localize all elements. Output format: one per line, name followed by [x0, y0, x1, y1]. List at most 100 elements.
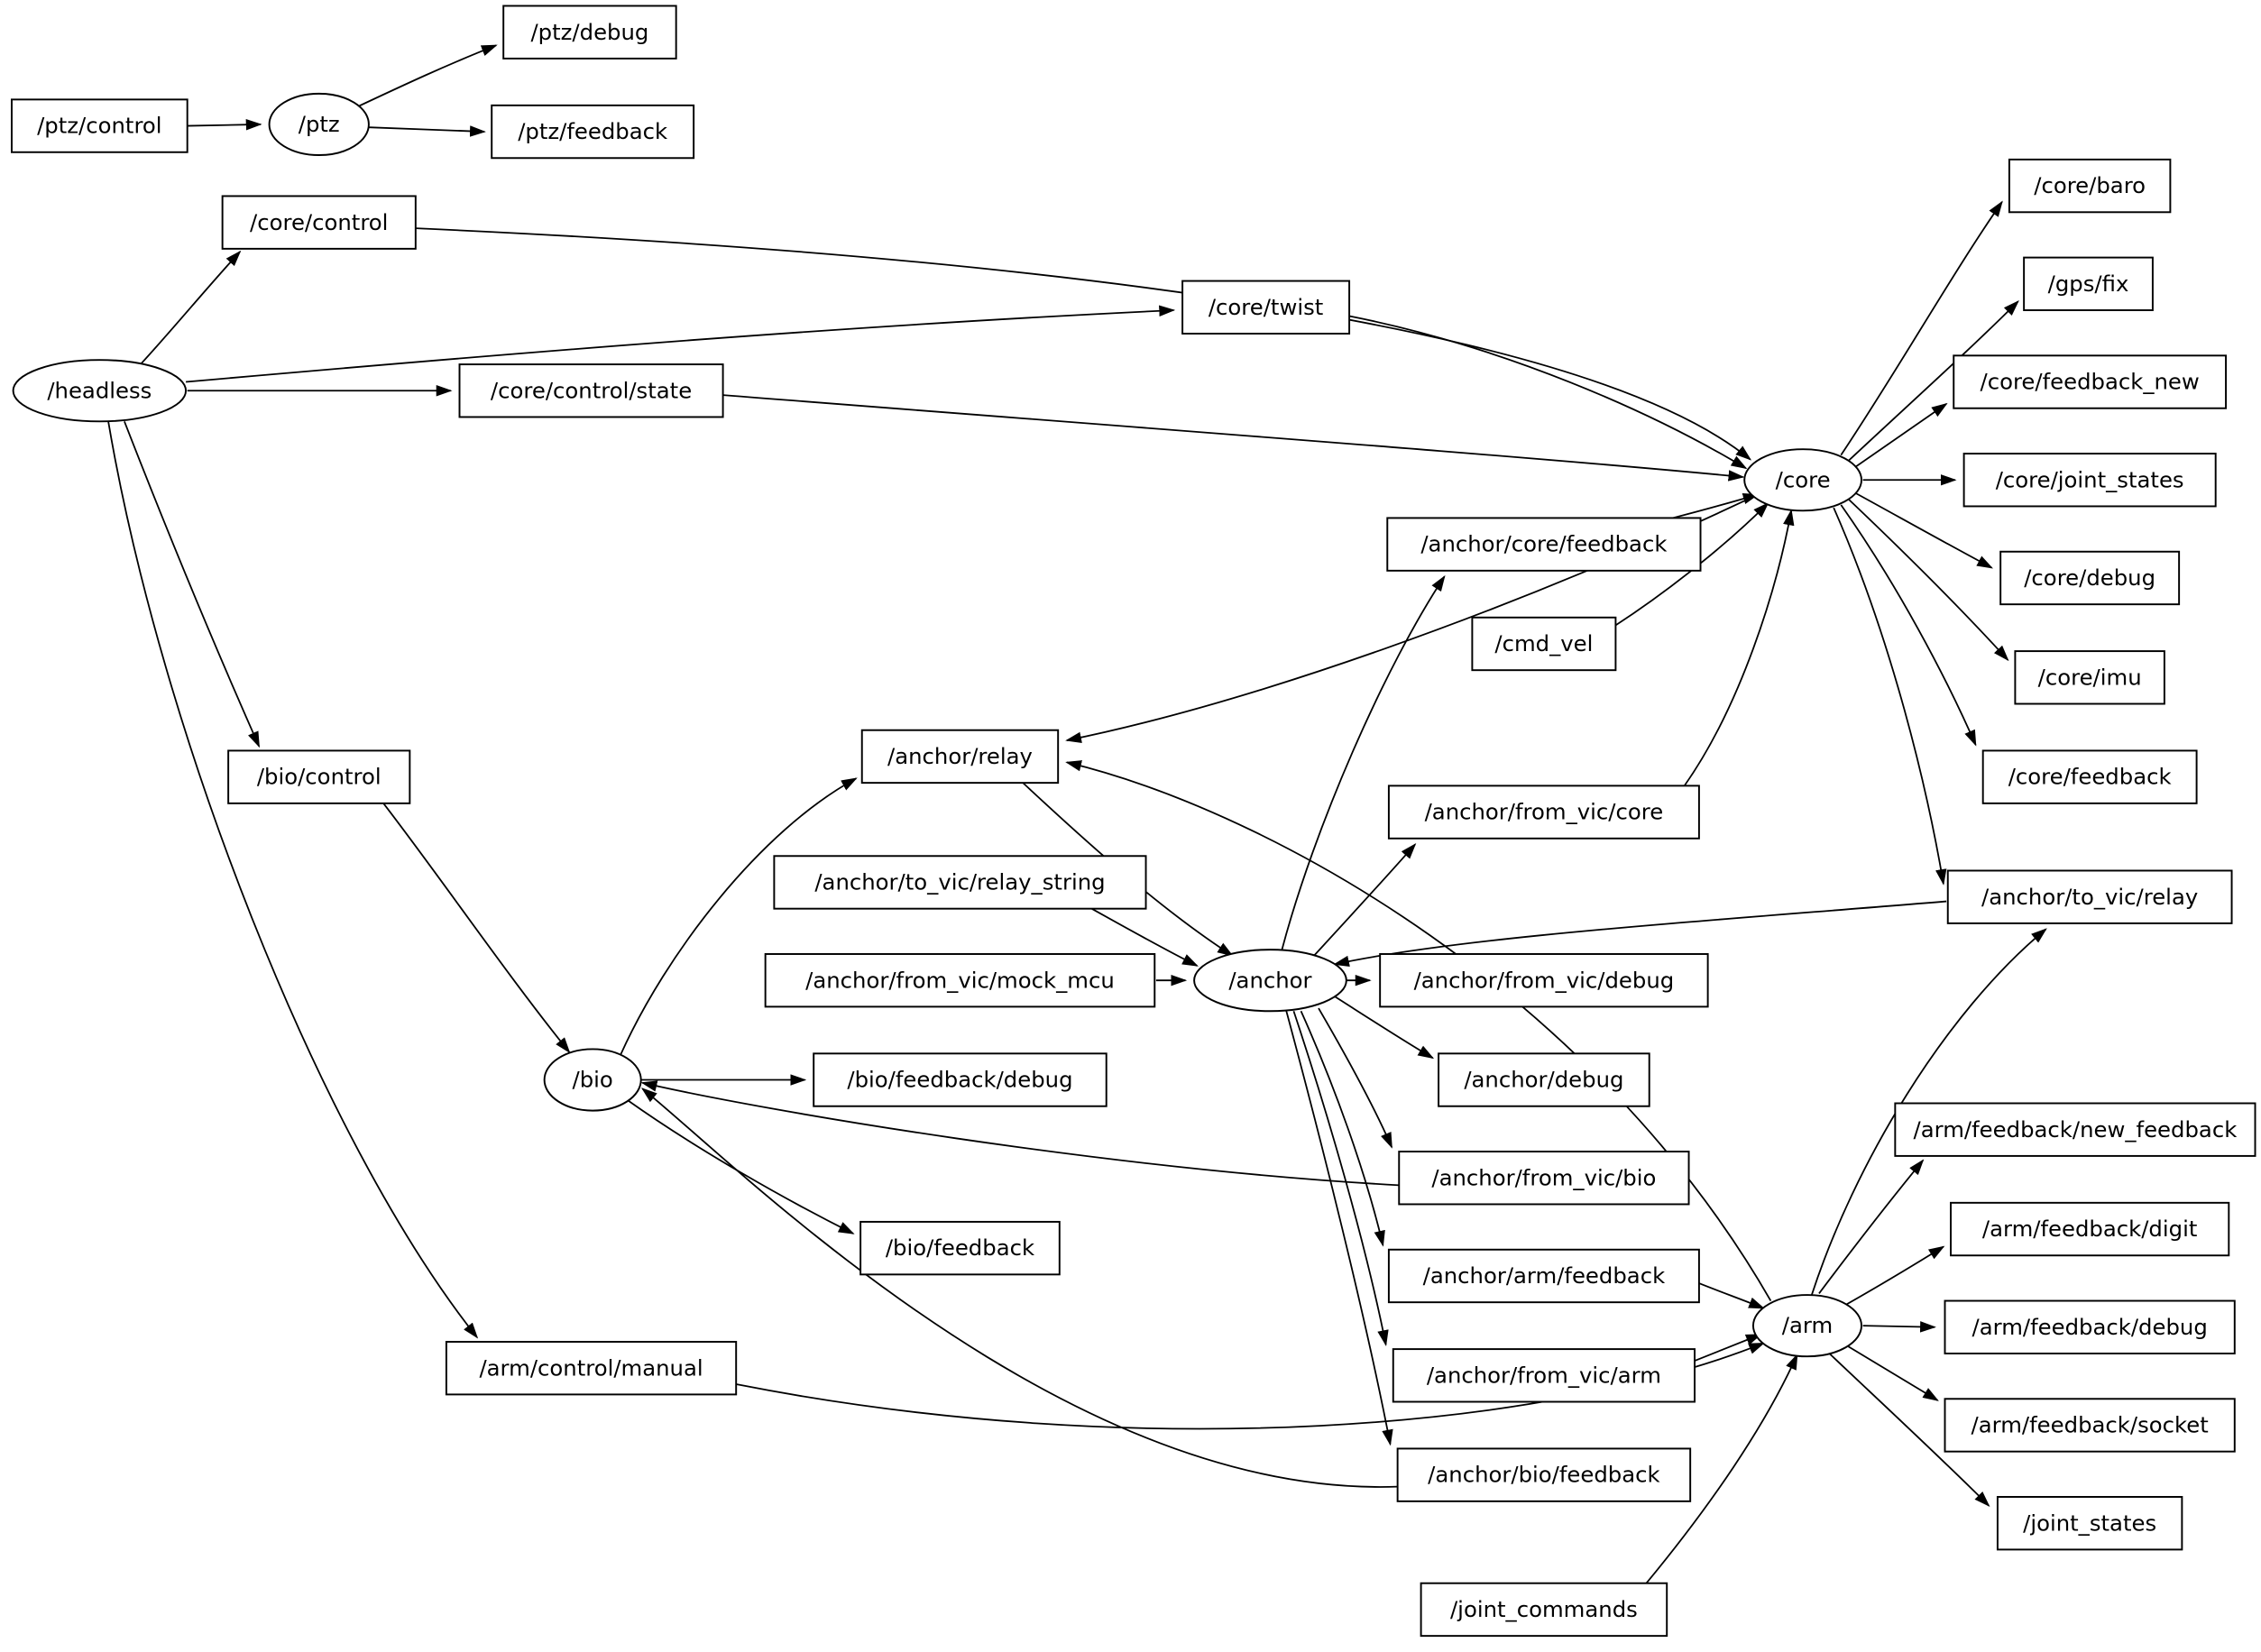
- topic-core-feedback: /core/feedback: [1981, 749, 2198, 804]
- svg-text:/arm/feedback/new_feedback: /arm/feedback/new_feedback: [1914, 1116, 2238, 1143]
- topic-arm-feedback-debug: /arm/feedback/debug: [1944, 1299, 2236, 1354]
- edge-bio-to-bio-feedback: [627, 1099, 855, 1234]
- edge-anchor-to-vic-relay-string-to-anchor: [1091, 907, 1199, 967]
- edge-core-control-state-to-core: [722, 394, 1745, 482]
- edge-core-to-core-feedback: [1840, 504, 1977, 747]
- edge-core-to-core-debug: [1855, 492, 1994, 569]
- node-anchor: /anchor: [1193, 949, 1347, 1013]
- svg-text:/anchor/from_vic/bio: /anchor/from_vic/bio: [1431, 1164, 1656, 1190]
- edge-core-to-anchor-to-vic-relay: [1833, 507, 1947, 886]
- topic-arm-control-manual: /arm/control/manual: [445, 1341, 738, 1396]
- svg-text:/core/control/state: /core/control/state: [491, 377, 692, 403]
- topic-anchor-arm-feedback: /anchor/arm/feedback: [1387, 1248, 1700, 1304]
- edge-anchor-to-anchor-bio-feedback: [1285, 1011, 1393, 1446]
- svg-text:/anchor/bio/feedback: /anchor/bio/feedback: [1428, 1462, 1660, 1488]
- svg-text:/anchor: /anchor: [1228, 967, 1311, 993]
- edge-core-twist-to-core: [1348, 315, 1748, 470]
- edge-arm-to-anchor-relay: [1065, 760, 1772, 1301]
- topic-core-feedback-new: /core/feedback_new: [1953, 354, 2228, 409]
- edge-headless-to-bio-control: [124, 421, 261, 748]
- edge-ptz-to-ptz-feedback: [368, 125, 486, 137]
- svg-text:/joint_commands: /joint_commands: [1450, 1596, 1638, 1622]
- edge-anchor-from-vic-arm-to-arm: [1694, 1334, 1762, 1362]
- topic-core-twist: /core/twist: [1181, 280, 1351, 335]
- node-headless: /headless: [12, 359, 188, 423]
- topic-arm-feedback-digit: /arm/feedback/digit: [1950, 1201, 2230, 1257]
- svg-text:/bio/feedback: /bio/feedback: [886, 1234, 1035, 1261]
- topic-bio-control: /bio/control: [227, 749, 411, 804]
- svg-text:/anchor/arm/feedback: /anchor/arm/feedback: [1423, 1262, 1666, 1289]
- topic-anchor-from-vic-debug: /anchor/from_vic/debug: [1379, 953, 1709, 1008]
- edge-anchor-from-vic-bio-to-bio: [640, 1080, 1400, 1187]
- svg-text:/bio/feedback/debug: /bio/feedback/debug: [847, 1067, 1072, 1093]
- edge-joint-commands-to-arm: [1645, 1353, 1798, 1584]
- svg-text:/gps/fix: /gps/fix: [2048, 271, 2129, 297]
- svg-text:/bio/control: /bio/control: [257, 764, 381, 790]
- edge-arm-to-arm-feedback-socket: [1844, 1344, 1939, 1401]
- topic-core-baro: /core/baro: [2008, 158, 2172, 214]
- svg-text:/anchor/to_vic/relay: /anchor/to_vic/relay: [1981, 884, 2198, 910]
- svg-text:/anchor/from_vic/mock_mcu: /anchor/from_vic/mock_mcu: [805, 967, 1115, 993]
- edge-anchor-to-anchor-debug: [1334, 996, 1435, 1060]
- topic-joint-commands: /joint_commands: [1420, 1582, 1668, 1638]
- edge-anchor-to-anchor-arm-feedback: [1300, 1010, 1385, 1247]
- topic-ptz-feedback: /ptz/feedback: [491, 104, 695, 160]
- edge-headless-to-core-control: [140, 250, 242, 365]
- edge-anchor-bio-feedback-to-bio: [640, 1088, 1398, 1488]
- edge-layer: [107, 44, 2047, 1584]
- edge-ptz-to-ptz-debug: [354, 44, 498, 109]
- svg-text:/ptz/feedback: /ptz/feedback: [518, 118, 668, 144]
- svg-text:/ptz/debug: /ptz/debug: [530, 19, 648, 45]
- edge-arm-to-arm-feedback-digit: [1842, 1245, 1945, 1308]
- svg-text:/core/debug: /core/debug: [2024, 564, 2155, 591]
- topic-core-debug: /core/debug: [1999, 550, 2181, 606]
- topic-anchor-from-vic-core: /anchor/from_vic/core: [1387, 785, 1700, 840]
- svg-text:/arm/feedback/socket: /arm/feedback/socket: [1971, 1412, 2209, 1438]
- svg-text:/core/baro: /core/baro: [2034, 172, 2146, 198]
- svg-text:/ptz: /ptz: [299, 111, 340, 137]
- svg-text:/arm/feedback/digit: /arm/feedback/digit: [1982, 1216, 2197, 1242]
- svg-text:/joint_states: /joint_states: [2023, 1510, 2156, 1536]
- node-bio: /bio: [543, 1048, 642, 1112]
- edge-core-to-core-baro: [1840, 200, 2003, 456]
- topic-anchor-core-feedback: /anchor/core/feedback: [1386, 517, 1702, 572]
- topic-core-imu: /core/imu: [2014, 650, 2165, 705]
- svg-text:/anchor/debug: /anchor/debug: [1464, 1067, 1623, 1093]
- topic-arm-feedback-socket: /arm/feedback/socket: [1944, 1398, 2236, 1453]
- svg-text:/core/feedback_new: /core/feedback_new: [1981, 369, 2200, 395]
- edge-core-to-gps-fix: [1847, 300, 2019, 462]
- svg-text:/arm/feedback/debug: /arm/feedback/debug: [1972, 1314, 2208, 1340]
- topic-core-joint-states: /core/joint_states: [1962, 453, 2217, 508]
- topic-bio-feedback-debug: /bio/feedback/debug: [813, 1052, 1108, 1107]
- edge-bio-to-anchor-relay: [620, 777, 858, 1056]
- edge-anchor-to-anchor-from-vic-core: [1313, 842, 1417, 957]
- topic-core-control-state: /core/control/state: [458, 363, 724, 418]
- topic-joint-states: /joint_states: [1996, 1496, 2183, 1551]
- svg-text:/core: /core: [1776, 466, 1831, 492]
- edge-anchor-to-anchor-core-feedback: [1281, 574, 1446, 950]
- edge-anchor-to-anchor-from-vic-bio: [1318, 1007, 1392, 1149]
- node-core: /core: [1743, 448, 1862, 512]
- node-ptz: /ptz: [268, 92, 370, 156]
- node-arm: /arm: [1751, 1294, 1862, 1358]
- topic-anchor-from-vic-mock-mcu: /anchor/from_vic/mock_mcu: [764, 953, 1156, 1008]
- topic-anchor-bio-feedback: /anchor/bio/feedback: [1396, 1447, 1692, 1502]
- edge-ptz-control-to-ptz: [187, 119, 262, 131]
- edge-anchor-from-vic-core-to-core: [1683, 509, 1795, 786]
- edge-anchor-core-feedback-to-core: [1672, 493, 1760, 519]
- topic-arm-feedback-new-feedback: /arm/feedback/new_feedback: [1894, 1102, 2256, 1157]
- svg-text:/headless: /headless: [47, 377, 152, 403]
- svg-text:/anchor/from_vic/arm: /anchor/from_vic/arm: [1427, 1362, 1661, 1388]
- topic-ptz-control: /ptz/control: [11, 98, 188, 153]
- svg-text:/anchor/from_vic/debug: /anchor/from_vic/debug: [1414, 967, 1675, 993]
- svg-text:/ptz/control: /ptz/control: [37, 113, 161, 139]
- edge-headless-to-core-twist: [185, 305, 1176, 383]
- svg-text:/anchor/from_vic/core: /anchor/from_vic/core: [1425, 799, 1664, 825]
- svg-text:/core/imu: /core/imu: [2038, 664, 2142, 690]
- svg-text:/bio: /bio: [573, 1067, 613, 1093]
- edge-core-control-to-core: [415, 227, 1752, 461]
- topic-anchor-from-vic-arm: /anchor/from_vic/arm: [1392, 1348, 1696, 1403]
- edge-headless-to-arm-control-manual: [107, 421, 479, 1339]
